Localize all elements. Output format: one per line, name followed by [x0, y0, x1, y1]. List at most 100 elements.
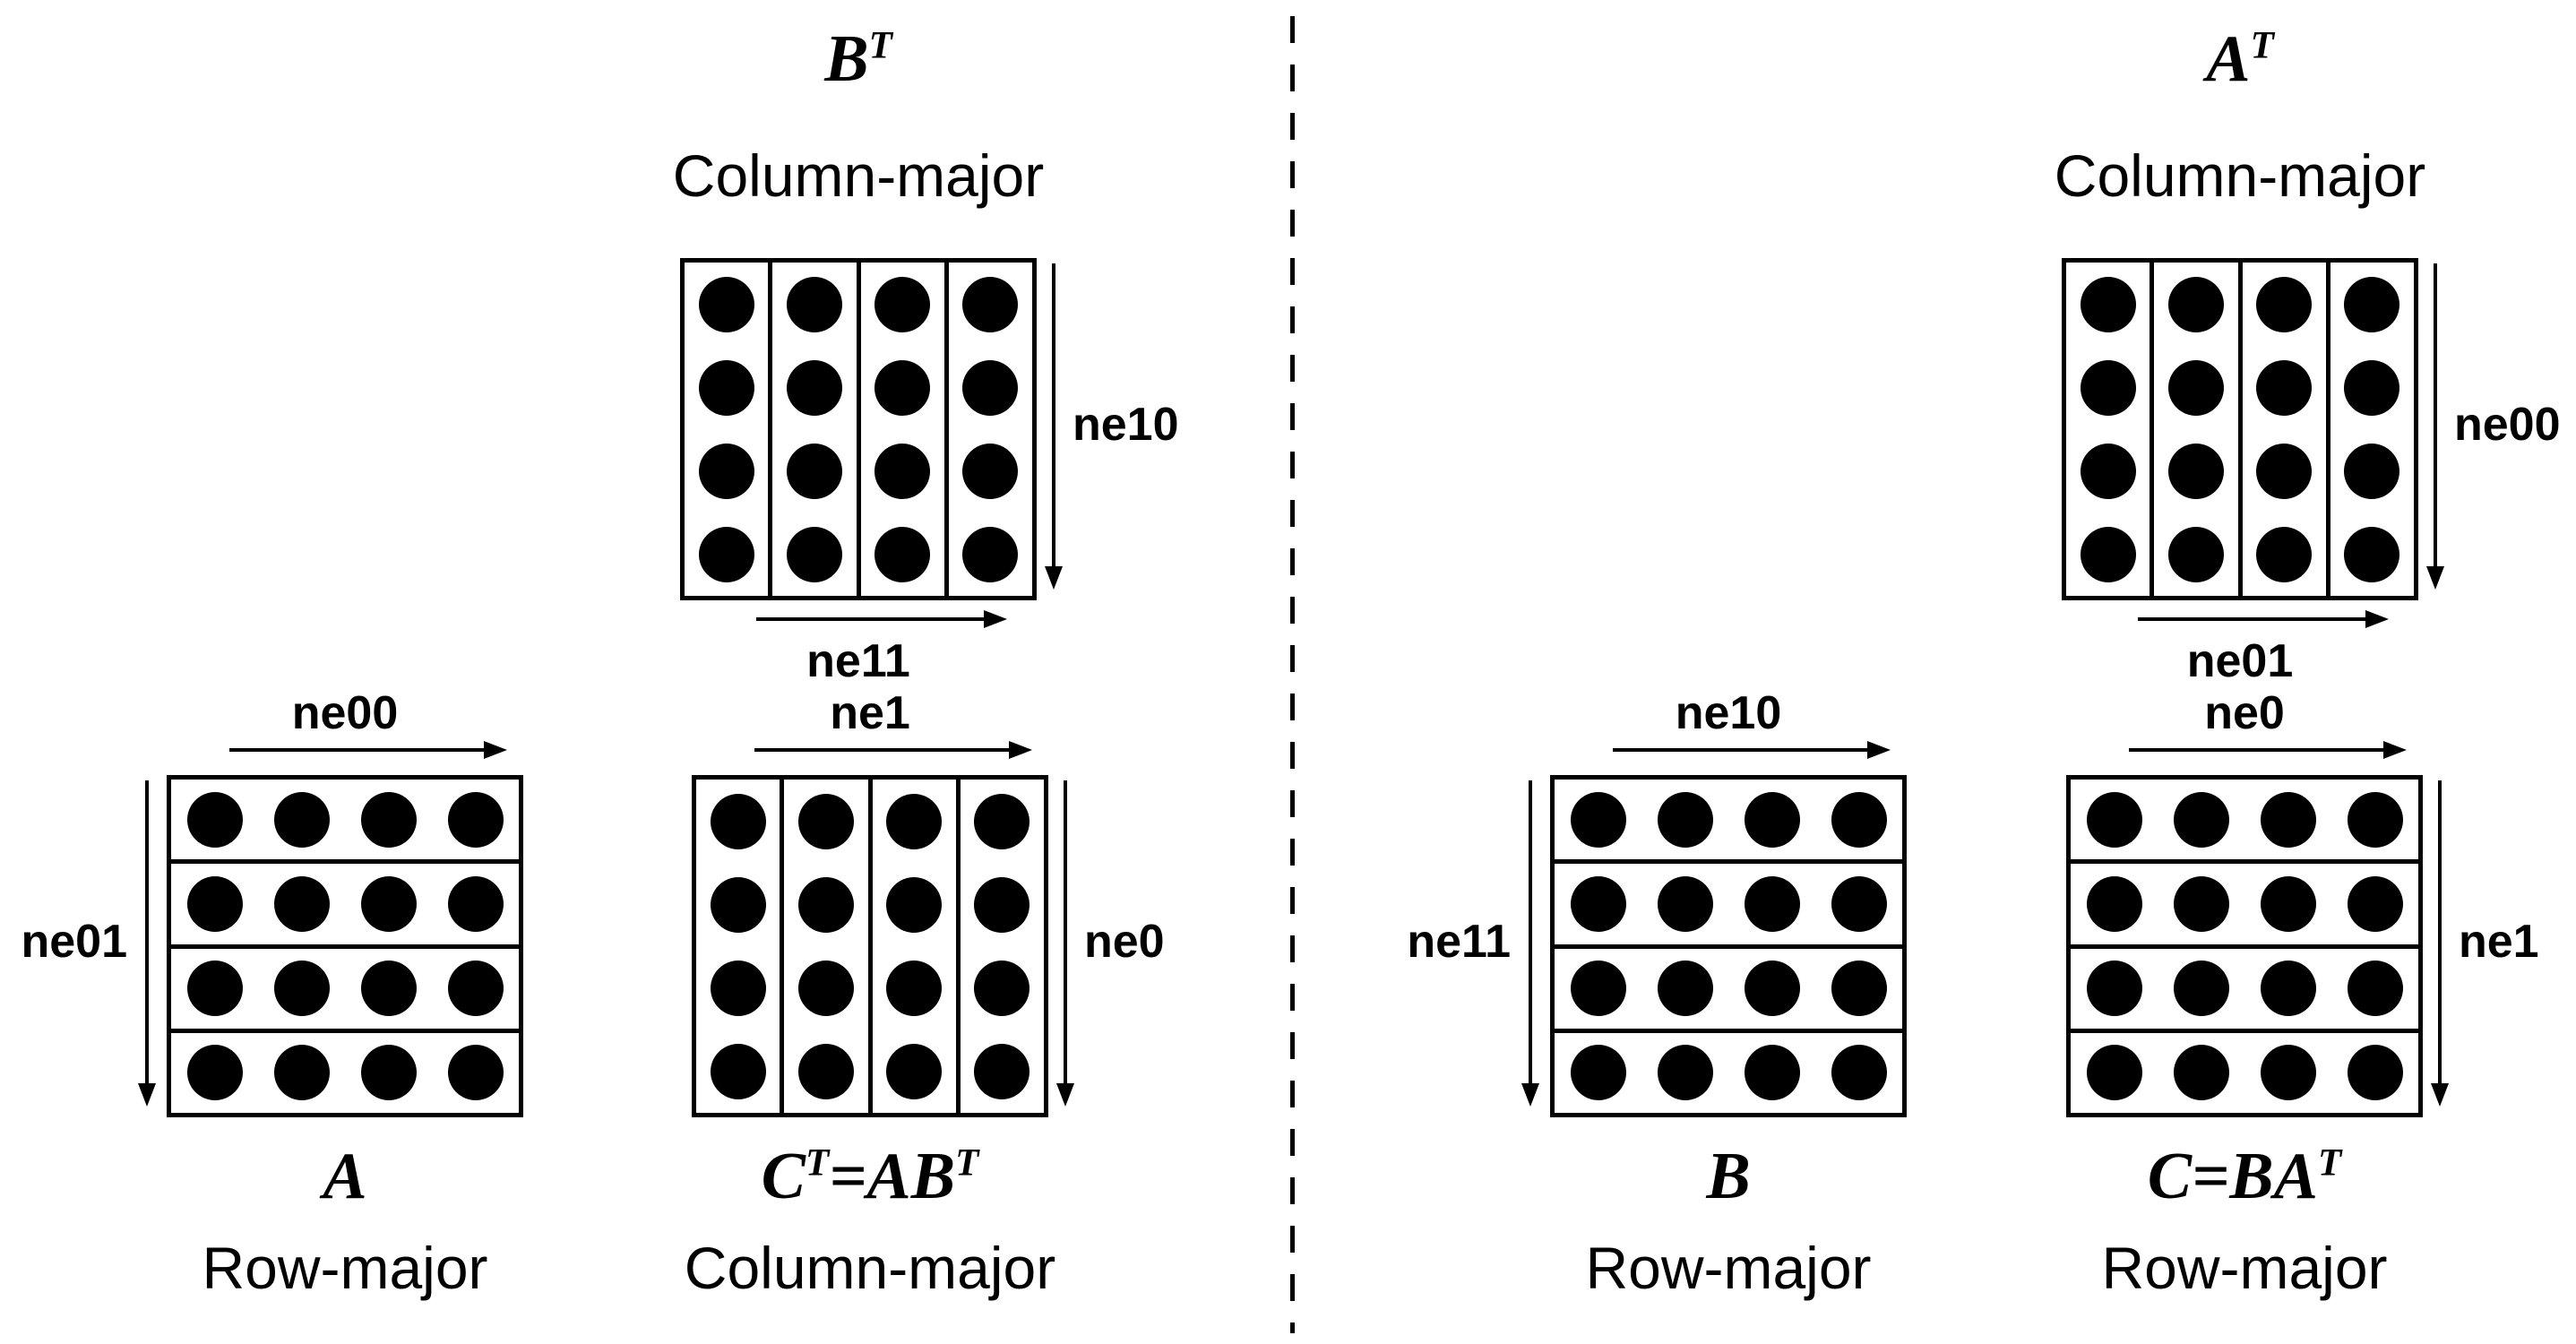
dim-label-ne11: ne11 [1407, 916, 1511, 968]
matrix-element-dot [447, 875, 504, 932]
matrix-layout-label: Row-major [202, 1235, 488, 1301]
matrix-element-dot [186, 961, 243, 1017]
matrix-element-dot [1657, 961, 1713, 1017]
matrix-element-dot [1570, 1045, 1626, 1101]
matrix-element-dot [2260, 875, 2316, 932]
matrix-row-strip [1555, 780, 1902, 865]
matrix-element-dot [786, 443, 842, 499]
matrix-element-dot [2347, 1045, 2403, 1101]
matrix-layout-label: Column-major [2054, 142, 2426, 209]
matrix-element-dot [273, 875, 330, 932]
dim-label-ne10: ne10 [1675, 687, 1782, 739]
matrix-b-transpose [680, 258, 1037, 600]
matrix-title-a: A [323, 1140, 367, 1213]
matrix-element-dot [2260, 1045, 2316, 1101]
matrix-element-dot [1831, 961, 1887, 1017]
matrix-element-dot [2256, 443, 2313, 499]
matrix-element-dot [1831, 1045, 1887, 1101]
matrix-row-strip [171, 780, 519, 865]
matrix-element-dot [962, 276, 1019, 332]
matrix-row-strip [1555, 1033, 1902, 1113]
matrix-row-strip [2071, 864, 2418, 949]
matrix-element-dot [2260, 961, 2316, 1017]
matrix-element-dot [2347, 791, 2403, 848]
down-arrow-icon [1521, 780, 1539, 1107]
matrix-element-dot [1831, 791, 1887, 848]
matrix-element-dot [874, 526, 931, 582]
matrix-element-dot [886, 793, 943, 849]
matrix-column-strip [2066, 263, 2155, 596]
down-arrow-icon [2431, 780, 2449, 1107]
matrix-element-dot [2347, 875, 2403, 932]
title-text: B [1706, 1140, 1751, 1213]
matrix-element-dot [1831, 875, 1887, 932]
title-text: A [2206, 22, 2251, 96]
dashed-divider [1290, 16, 1295, 1333]
matrix-element-dot [273, 791, 330, 848]
matrix-element-dot [797, 1043, 854, 1099]
matrix-element-dot [786, 526, 842, 582]
dim-label-ne01: ne01 [2186, 635, 2294, 687]
right-arrow-icon [229, 741, 507, 759]
matrix-element-dot [974, 960, 1030, 1016]
matrix-row-strip [1555, 864, 1902, 949]
matrix-element-dot [447, 791, 504, 848]
matrix-element-dot [874, 276, 931, 332]
matrix-element-dot [2347, 961, 2403, 1017]
title-text: =AB [829, 1140, 956, 1213]
matrix-column-strip [696, 780, 785, 1113]
matrix-element-dot [962, 526, 1019, 582]
dim-label-ne0: ne0 [1084, 916, 1165, 968]
matrix-element-dot [974, 876, 1030, 933]
matrix-element-dot [698, 276, 754, 332]
matrix-column-strip [949, 263, 1032, 596]
matrix-element-dot [786, 276, 842, 332]
matrix-column-strip [685, 263, 773, 596]
right-arrow-icon [2138, 610, 2389, 628]
matrix-group-b: B Row-major ne10 ne11 [1407, 690, 1907, 1300]
superscript-text: T [2318, 1142, 2342, 1185]
matrix-element-dot [186, 875, 243, 932]
matrix-row-strip [1555, 949, 1902, 1033]
matrix-element-dot [1744, 1045, 1800, 1101]
matrix-element-dot [974, 793, 1030, 849]
matrix-element-dot [2173, 961, 2229, 1017]
matrix-element-dot [2344, 526, 2400, 582]
matrix-element-dot [797, 960, 854, 1016]
matrix-element-dot [2086, 791, 2142, 848]
matrix-element-dot [360, 1045, 417, 1101]
superscript-text: T [806, 1142, 830, 1185]
matrix-element-dot [2167, 526, 2224, 582]
title-text: A [323, 1140, 367, 1213]
matrix-c-transpose [692, 775, 1048, 1117]
dim-label-ne00: ne00 [291, 687, 399, 739]
matrix-title-b: B [1706, 1140, 1751, 1213]
matrix-element-dot [786, 359, 842, 416]
right-arrow-icon [754, 741, 1032, 759]
matrix-element-dot [2256, 526, 2313, 582]
down-arrow-icon [2426, 263, 2444, 590]
matrix-element-dot [2167, 443, 2224, 499]
matrix-element-dot [1657, 1045, 1713, 1101]
matrix-column-strip [784, 780, 873, 1113]
matrix-row-strip [2071, 949, 2418, 1033]
matrix-element-dot [886, 1043, 943, 1099]
matrix-element-dot [2167, 276, 2224, 332]
dim-label-ne11: ne11 [806, 635, 910, 687]
matrix-element-dot [797, 876, 854, 933]
matrix-a [167, 775, 523, 1117]
right-arrow-icon [1613, 741, 1891, 759]
matrix-element-dot [360, 961, 417, 1017]
matrix-row-strip [171, 1033, 519, 1113]
matrix-element-dot [710, 876, 766, 933]
matrix-element-dot [1570, 875, 1626, 932]
matrix-element-dot [2080, 359, 2136, 416]
matrix-element-dot [962, 443, 1019, 499]
matrix-element-dot [1744, 791, 1800, 848]
matrix-element-dot [2173, 875, 2229, 932]
matrix-column-strip [772, 263, 861, 596]
down-arrow-icon [1056, 780, 1074, 1107]
matrix-element-dot [447, 961, 504, 1017]
matrix-element-dot [886, 876, 943, 933]
